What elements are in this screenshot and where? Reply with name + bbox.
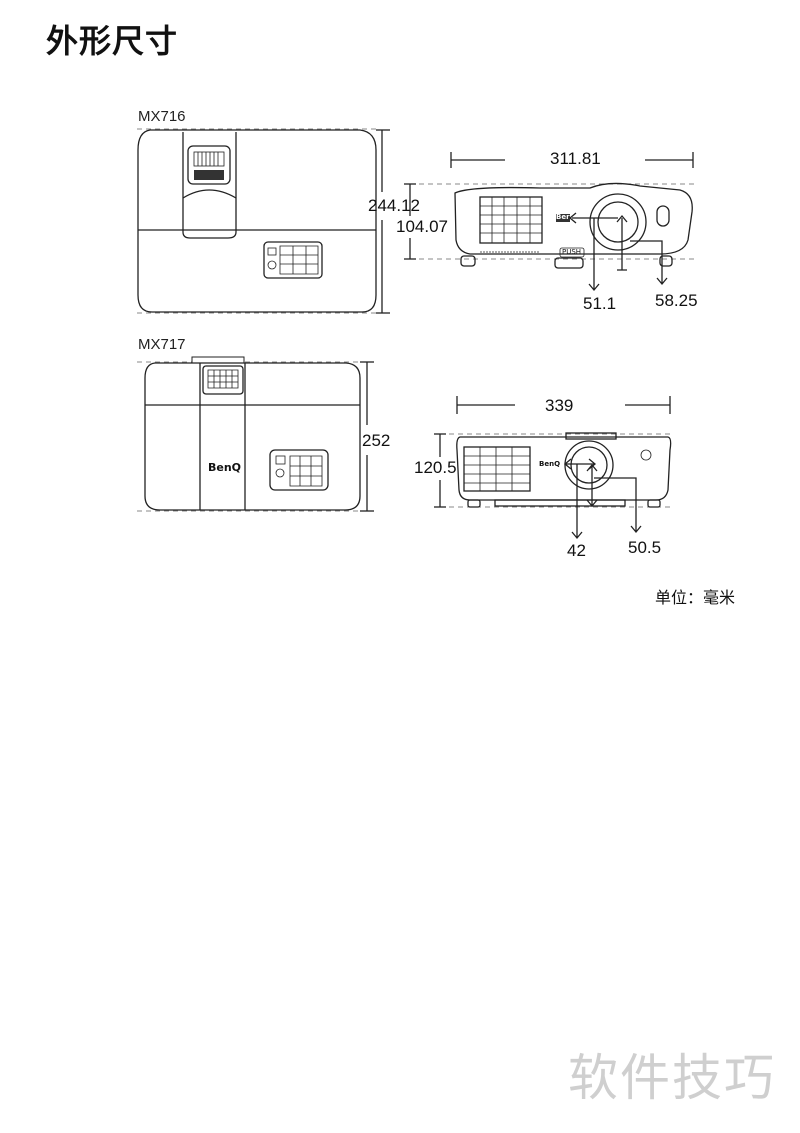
dim-lens-offset-v-mx717: 50.5 bbox=[628, 538, 662, 557]
dim-height-mx716: 104.07 bbox=[396, 217, 448, 237]
unit-label: 单位：毫米 bbox=[655, 588, 736, 607]
push-label-mx716: PUSH bbox=[562, 248, 582, 256]
mx717-top-view bbox=[137, 356, 374, 512]
model-label-mx716: MX716 bbox=[138, 108, 186, 125]
watermark: 软件技巧 bbox=[568, 1049, 776, 1107]
dim-lens-offset-v-mx716: 58.25 bbox=[655, 291, 698, 310]
page-title: 外形尺寸 bbox=[46, 22, 179, 60]
dim-depth-mx716: 244.12 bbox=[368, 196, 420, 215]
brand-logo-mx717-top: BenQ bbox=[208, 461, 242, 474]
dim-height-mx717: 120.5 bbox=[414, 458, 457, 477]
mx716-top-view bbox=[137, 128, 390, 314]
mx717-side-view bbox=[434, 396, 672, 540]
dim-lens-offset-h-mx716: 51.1 bbox=[583, 294, 617, 313]
brand-logo-mx716: Ber bbox=[556, 213, 570, 221]
model-label-mx717: MX717 bbox=[138, 336, 186, 353]
dim-lens-offset-h-mx717: 42 bbox=[567, 541, 586, 560]
mx716-side-view bbox=[404, 152, 695, 292]
dim-width-mx717: 339 bbox=[545, 396, 574, 415]
dim-depth-mx717: 252 bbox=[362, 431, 391, 450]
dim-width-mx716: 311.81 bbox=[550, 149, 601, 168]
brand-logo-mx717-side: BenQ bbox=[539, 460, 561, 468]
